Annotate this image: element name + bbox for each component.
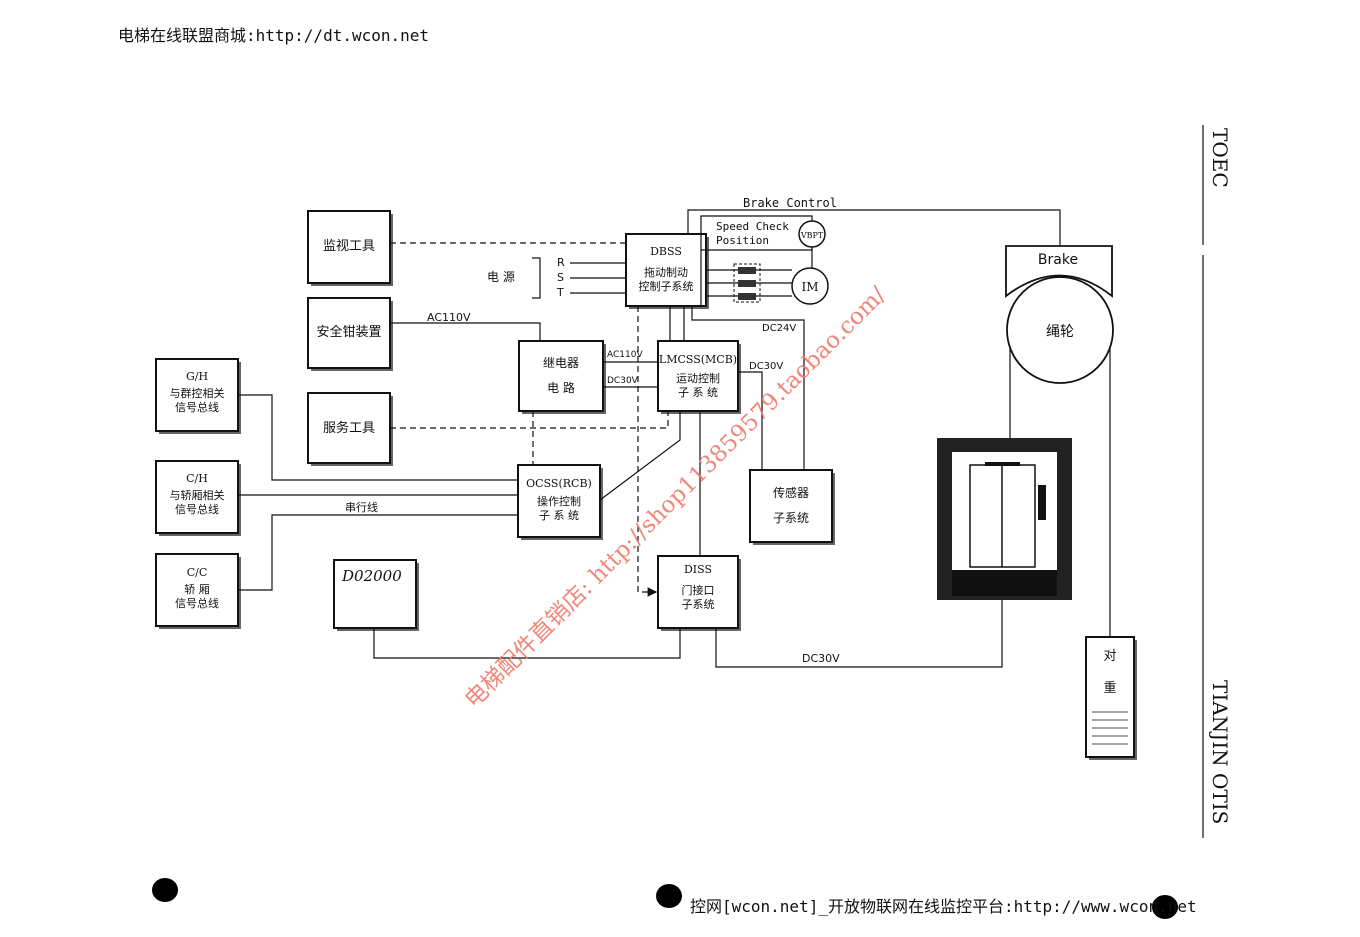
box-label: 安全钳装置	[316, 324, 381, 340]
svg-text:LMCSS(MCB): LMCSS(MCB)	[659, 353, 737, 366]
svg-text:DC30V: DC30V	[749, 361, 783, 372]
svg-text:控制子系统: 控制子系统	[639, 279, 694, 293]
svg-text:运动控制: 运动控制	[676, 371, 720, 385]
svg-text:DC30V: DC30V	[802, 652, 840, 665]
footer-url: 控网[wcon.net]_开放物联网在线监控平台:http://www.wcon…	[690, 897, 1197, 916]
svg-text:DBSS: DBSS	[650, 245, 682, 258]
svg-text:D02000: D02000	[341, 567, 402, 585]
box-diss: DISS 门接口 子系统	[657, 555, 741, 631]
svg-text:电 路: 电 路	[547, 380, 575, 395]
svg-text:Position: Position	[716, 234, 769, 247]
brake-sheave: Brake 绳轮	[1005, 245, 1114, 384]
box-d02000: D02000	[333, 559, 419, 631]
svg-text:继电器: 继电器	[543, 356, 579, 370]
side-label-tianjin-otis: TIANJIN OTIS	[1208, 680, 1232, 825]
svg-text:DISS: DISS	[684, 563, 712, 576]
svg-text:与轿厢相关: 与轿厢相关	[170, 488, 225, 502]
svg-text:子系统: 子系统	[773, 511, 809, 525]
svg-text:AC110V: AC110V	[427, 311, 471, 324]
box-relay-circuit: 继电器 电 路	[518, 340, 606, 414]
svg-text:电 源: 电 源	[487, 270, 515, 284]
signal-labels: 电 源 R S T AC110V AC110V DC30V DC30V DC24…	[345, 196, 840, 665]
motor-icon: IM	[791, 267, 829, 305]
svg-text:C/H: C/H	[186, 472, 208, 485]
box-label: 监视工具	[323, 239, 375, 254]
svg-text:IM: IM	[801, 280, 818, 294]
scan-dot	[1152, 895, 1178, 919]
svg-text:与群控相关: 与群控相关	[170, 386, 225, 400]
scan-dot	[656, 884, 682, 908]
svg-text:T: T	[556, 286, 564, 299]
svg-text:OCSS(RCB): OCSS(RCB)	[526, 477, 592, 490]
counterweight-icon: 对 重	[1085, 636, 1137, 760]
sheave-label: 绳轮	[1046, 324, 1074, 340]
header-url: 电梯在线联盟商城:http://dt.wcon.net	[118, 26, 430, 45]
svg-text:操作控制: 操作控制	[537, 494, 581, 508]
svg-text:R: R	[557, 256, 565, 269]
svg-text:子系统: 子系统	[682, 598, 715, 611]
svg-text:重: 重	[1103, 680, 1116, 696]
svg-text:轿 厢: 轿 厢	[184, 582, 210, 596]
box-service-tool: 服务工具	[307, 392, 393, 466]
svg-text:G/H: G/H	[186, 370, 208, 383]
svg-text:子 系 统: 子 系 统	[539, 509, 579, 522]
svg-text:信号总线: 信号总线	[175, 596, 219, 610]
connections	[238, 209, 1111, 668]
svg-text:信号总线: 信号总线	[175, 502, 219, 516]
svg-text:门接口: 门接口	[682, 583, 715, 597]
svg-text:S: S	[557, 271, 564, 284]
brake-label: Brake	[1038, 252, 1078, 268]
svg-text:VBPT: VBPT	[800, 231, 824, 240]
side-label-toec: TOEC	[1208, 128, 1232, 188]
box-label: 服务工具	[323, 420, 375, 436]
box-gh-bus: G/H 与群控相关 信号总线	[155, 358, 241, 434]
svg-text:Brake Control: Brake Control	[743, 196, 837, 210]
svg-text:AC110V: AC110V	[607, 350, 643, 360]
box-dbss: DBSS 拖动制动 控制子系统	[625, 233, 709, 309]
transformer-icon	[733, 263, 761, 303]
svg-text:DC24V: DC24V	[762, 323, 796, 334]
svg-text:DC30V: DC30V	[607, 376, 639, 386]
box-lmcss: LMCSS(MCB) 运动控制 子 系 统	[657, 340, 741, 414]
svg-text:信号总线: 信号总线	[175, 400, 219, 414]
svg-text:传感器: 传感器	[773, 485, 809, 500]
vbpt-encoder-icon: VBPT	[798, 220, 826, 248]
svg-text:子 系 统: 子 系 统	[678, 386, 718, 399]
box-sensor: 传感器 子系统	[749, 469, 835, 545]
box-cc-bus: C/C 轿 厢 信号总线	[155, 553, 241, 629]
svg-text:Speed Check: Speed Check	[716, 220, 789, 233]
box-ocss: OCSS(RCB) 操作控制 子 系 统	[517, 464, 603, 540]
elevator-car-icon	[937, 438, 1072, 600]
box-safety-lock: 安全钳装置	[307, 297, 393, 371]
box-ch-bus: C/H 与轿厢相关 信号总线	[155, 460, 241, 536]
scan-dot	[152, 878, 178, 902]
svg-text:拖动制动: 拖动制动	[644, 265, 688, 279]
box-monitor-tool: 监视工具	[307, 210, 393, 286]
svg-text:串行线: 串行线	[345, 500, 378, 514]
svg-text:C/C: C/C	[187, 566, 208, 579]
svg-text:对: 对	[1103, 649, 1116, 664]
